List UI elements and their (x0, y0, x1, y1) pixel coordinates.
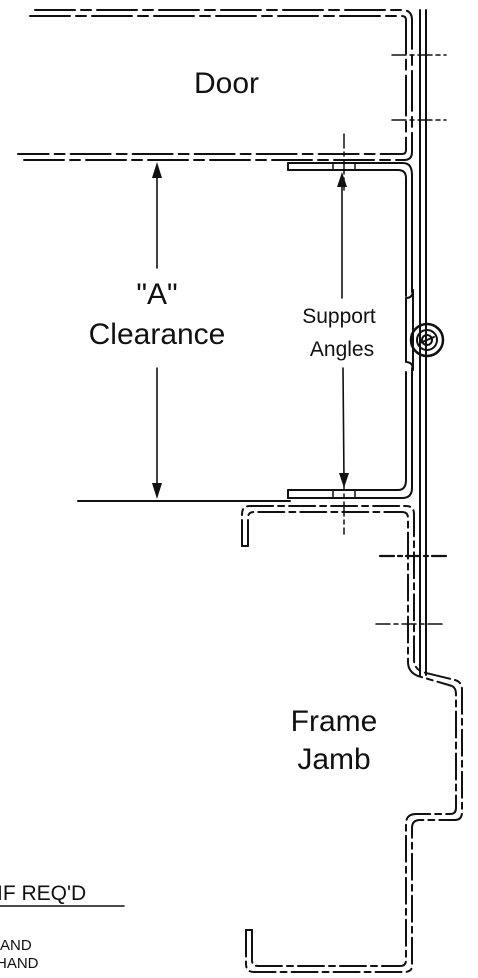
clearance-label: Clearance (89, 318, 226, 351)
jamb-label: Jamb (297, 743, 370, 776)
partial-note-line-2: HAND (0, 955, 39, 972)
support-arrow-top (337, 172, 347, 187)
frame-jamb (241, 505, 463, 973)
clearance-arrow-top (152, 162, 162, 178)
support-arrow-bottom (339, 473, 349, 488)
lower-support-angle (287, 367, 413, 499)
hinge-knuckle (409, 322, 445, 358)
frame-label: Frame (291, 705, 378, 738)
partial-note-line-1: AND (0, 937, 32, 954)
upper-support-angle (287, 162, 413, 297)
support-angle-leaders (341, 177, 345, 483)
door-label: Door (194, 67, 259, 100)
support-label: Support (302, 305, 376, 328)
angles-label: Angles (310, 338, 374, 361)
door-leaf (17, 9, 413, 161)
if-reqd-note: IF REQ'D (0, 882, 86, 905)
clearance-arrow-bottom (152, 483, 162, 499)
a-mark-label: "A" (136, 278, 177, 311)
